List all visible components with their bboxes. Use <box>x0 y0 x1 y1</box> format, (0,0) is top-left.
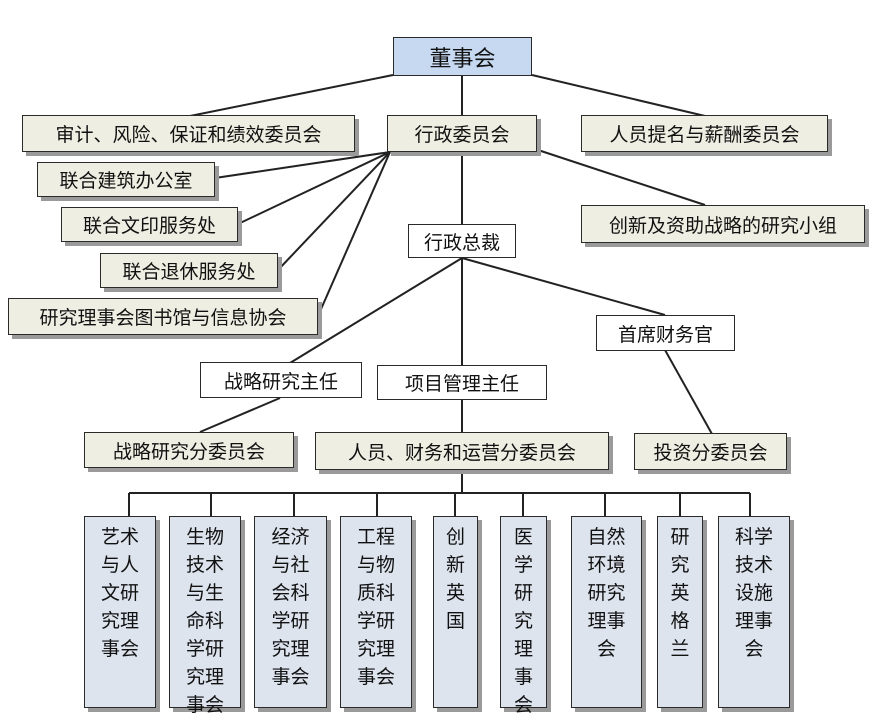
executive-committee-box: 行政委员会 <box>387 115 537 152</box>
council-arts-humanities: 艺术与人文研究理事会 <box>84 516 156 708</box>
council-natural-environment: 自然环境研究理事会 <box>571 516 642 708</box>
council-biotech-life-sciences: 生物技术与生命科学研究理事会 <box>169 516 241 716</box>
library-association-box: 研究理事会图书馆与信息协会 <box>8 298 318 335</box>
programme-director-box: 项目管理主任 <box>377 365 547 400</box>
operations-subcommittee-box: 人员、财务和运营分委员会 <box>315 432 609 470</box>
council-medical-research: 医学研究理事会 <box>500 516 547 716</box>
council-research-england: 研究英格兰 <box>657 516 703 708</box>
audit-committee-box: 审计、风险、保证和绩效委员会 <box>22 115 355 152</box>
cfo-box: 首席财务官 <box>596 315 735 351</box>
strategy-director-box: 战略研究主任 <box>200 362 362 398</box>
printing-office-box: 联合文印服务处 <box>61 207 238 242</box>
board-box: 董事会 <box>393 37 532 76</box>
construction-office-box: 联合建筑办公室 <box>37 162 215 197</box>
pension-office-box: 联合退休服务处 <box>100 253 278 288</box>
strategy-subcommittee-box: 战略研究分委员会 <box>84 432 294 468</box>
council-innovate-uk: 创新英国 <box>433 516 478 708</box>
investment-subcommittee-box: 投资分委员会 <box>634 433 787 470</box>
innovation-group-box: 创新及资助战略的研究小组 <box>581 205 865 243</box>
nomination-committee-box: 人员提名与薪酬委员会 <box>581 115 828 152</box>
executive-chair-box: 行政总裁 <box>408 224 516 258</box>
council-engineering-physical: 工程与物质科学研究理事会 <box>340 516 412 708</box>
council-economic-social: 经济与社会科学研究理事会 <box>254 516 327 708</box>
council-science-tech-facilities: 科学技术设施理事会 <box>718 516 790 708</box>
